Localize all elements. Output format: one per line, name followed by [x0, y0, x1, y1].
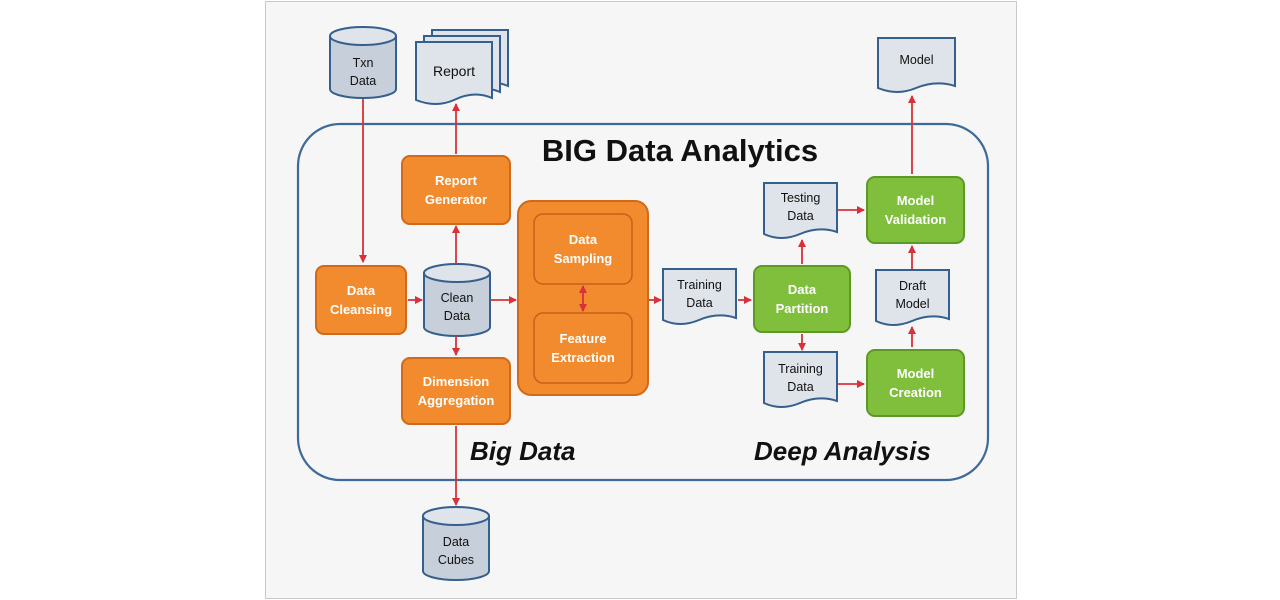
dimension-aggregation-label: Dimension Aggregation [417, 374, 495, 408]
deep-analysis-section-label: Deep Analysis [754, 436, 931, 466]
model-validation-box: Model Validation [866, 176, 965, 244]
data-cleansing-label: Data Cleansing [329, 283, 393, 317]
data-sampling-box [533, 213, 633, 285]
report-generator-box: Report Generator [401, 155, 511, 225]
report-generator-label: Report Generator [424, 173, 488, 207]
training-data-label: Training Data [677, 278, 722, 310]
draft-model-document-icon [875, 269, 950, 326]
model-document-icon [877, 37, 956, 93]
report-label: Report [432, 63, 476, 79]
model-label: Model [899, 53, 934, 67]
data-cleansing-box: Data Cleansing [315, 265, 407, 335]
testing-data-document-icon [763, 182, 838, 239]
data-cubes-database-icon [422, 506, 490, 581]
big-data-section-label: Big Data [470, 436, 576, 466]
feature-extraction-box [533, 312, 633, 384]
training-data-document-icon [662, 268, 737, 325]
dimension-aggregation-box: Dimension Aggregation [401, 357, 511, 425]
feature-extraction-label: Feature Extraction [551, 331, 615, 365]
training-data-lower-document-icon [763, 351, 838, 408]
diagram-title: BIG Data Analytics [541, 133, 819, 168]
training-data-lower-label: Training Data [778, 362, 823, 394]
clean-data-label: Clean Data [440, 291, 474, 323]
model-creation-label: Model Creation [889, 366, 942, 400]
model-validation-label: Model Validation [884, 193, 947, 227]
analytics-container [296, 122, 990, 482]
data-cubes-label: Data Cubes [437, 535, 475, 567]
feature-extraction-text-area: Feature Extraction [534, 313, 632, 383]
data-partition-label: Data Partition [775, 282, 829, 316]
report-document-stack-icon [415, 29, 509, 105]
model-creation-box: Model Creation [866, 349, 965, 417]
data-sampling-label: Data Sampling [553, 232, 613, 266]
draft-model-label: Draft Model [895, 279, 930, 311]
clean-data-database-icon [423, 263, 491, 337]
txn-data-label: Txn Data [349, 56, 377, 88]
data-sampling-text-area: Data Sampling [534, 214, 632, 284]
data-partition-box: Data Partition [753, 265, 851, 333]
testing-data-label: Testing Data [780, 191, 821, 223]
txn-data-database-icon [329, 26, 397, 99]
